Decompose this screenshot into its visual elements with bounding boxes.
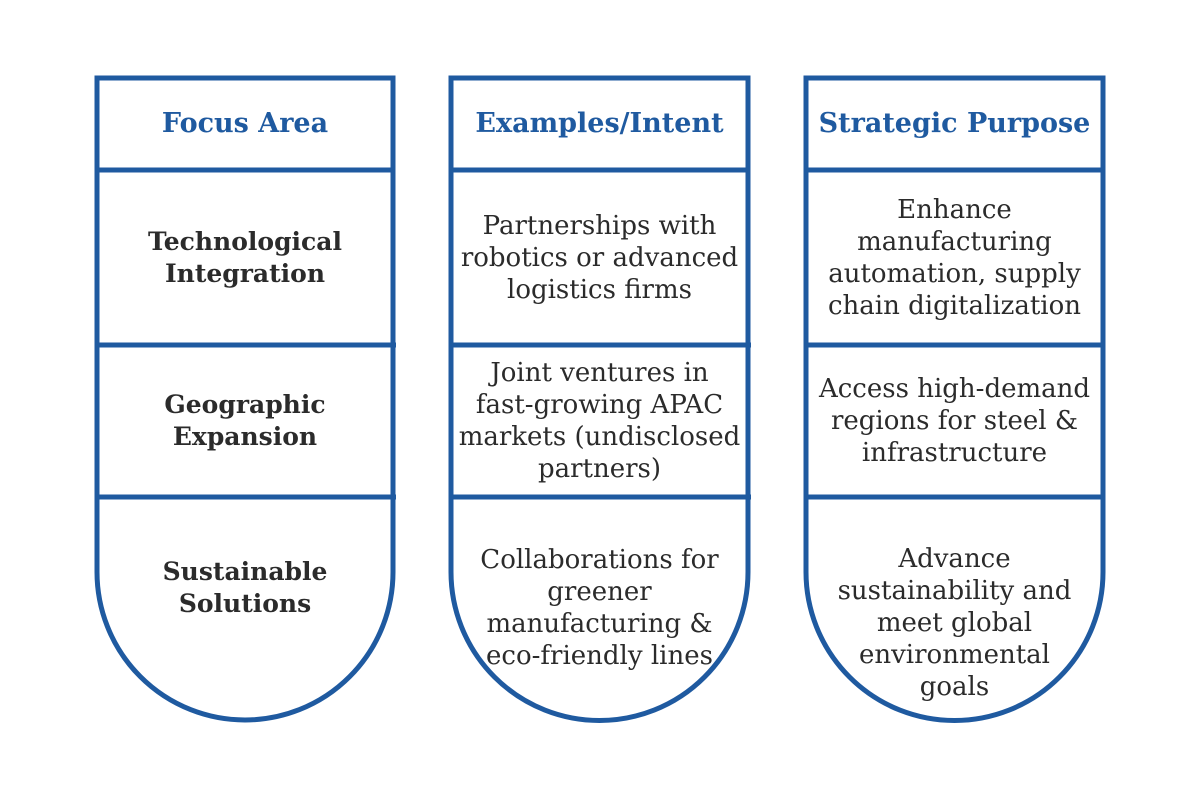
purpose-cell-technological: Enhance manufacturing automation, supply… [809, 172, 1100, 343]
cell-line: infrastructure [861, 438, 1048, 468]
cell-line: logistics firms [507, 274, 692, 305]
cell-line: automation, supply [828, 258, 1081, 289]
examples-cell-technological: Partnerships with robotics or advanced l… [454, 172, 745, 343]
cell-line: Sustainable [162, 557, 328, 586]
header-text: Examples/Intent [475, 108, 724, 139]
cell-line: meet global [876, 608, 1033, 638]
cell-line: regions for steel & [830, 406, 1079, 436]
column-outline-purpose [803, 75, 1106, 723]
header-text: Focus Area [161, 108, 329, 139]
cell-line: Partnerships with [482, 210, 717, 241]
cell-line: eco-friendly lines [486, 641, 713, 671]
cell-line: Access high-demand [818, 374, 1091, 404]
cell-line: Enhance [897, 194, 1012, 225]
cell-line: Geographic [164, 390, 326, 419]
cell-line: Integration [164, 258, 326, 288]
column-header-purpose: Strategic Purpose [809, 80, 1100, 168]
cell-line: sustainability and [837, 576, 1072, 606]
cell-line: Solutions [178, 589, 312, 618]
header-text: Strategic Purpose [818, 108, 1091, 139]
cell-line: Expansion [172, 422, 318, 451]
cell-line: Collaborations for [480, 545, 719, 575]
cell-line: manufacturing [857, 226, 1052, 257]
focus-cell-technological: Technological Integration [100, 172, 390, 343]
cell-line: robotics or advanced [460, 242, 739, 273]
examples-cell-geographic: Joint ventures in fast-growing APAC mark… [454, 347, 745, 495]
cell-line: partners) [537, 454, 662, 484]
cell-line: Advance [898, 544, 1011, 574]
column-outline-examples [448, 75, 751, 723]
cell-line: environmental [858, 640, 1050, 670]
cell-line: markets (undisclosed [458, 422, 741, 452]
examples-cell-sustainable: Collaborations for greener manufacturing… [454, 538, 745, 678]
cell-line: chain digitalization [828, 290, 1081, 321]
column-header-examples: Examples/Intent [454, 80, 745, 168]
purpose-cell-geographic: Access high-demand regions for steel & i… [809, 347, 1100, 495]
cell-line: manufacturing & [486, 609, 713, 639]
column-header-focus-area: Focus Area [100, 80, 390, 168]
column-outline-focus-area [94, 75, 396, 723]
focus-cell-sustainable: Sustainable Solutions [100, 538, 390, 638]
cell-line: fast-growing APAC [475, 390, 724, 420]
focus-cell-geographic: Geographic Expansion [100, 347, 390, 495]
cell-line: Joint ventures in [490, 358, 709, 388]
cell-line: Technological [148, 226, 342, 256]
cell-line: goals [919, 672, 990, 702]
purpose-cell-sustainable: Advance sustainability and meet global e… [809, 540, 1100, 706]
cell-line: greener [547, 577, 652, 607]
